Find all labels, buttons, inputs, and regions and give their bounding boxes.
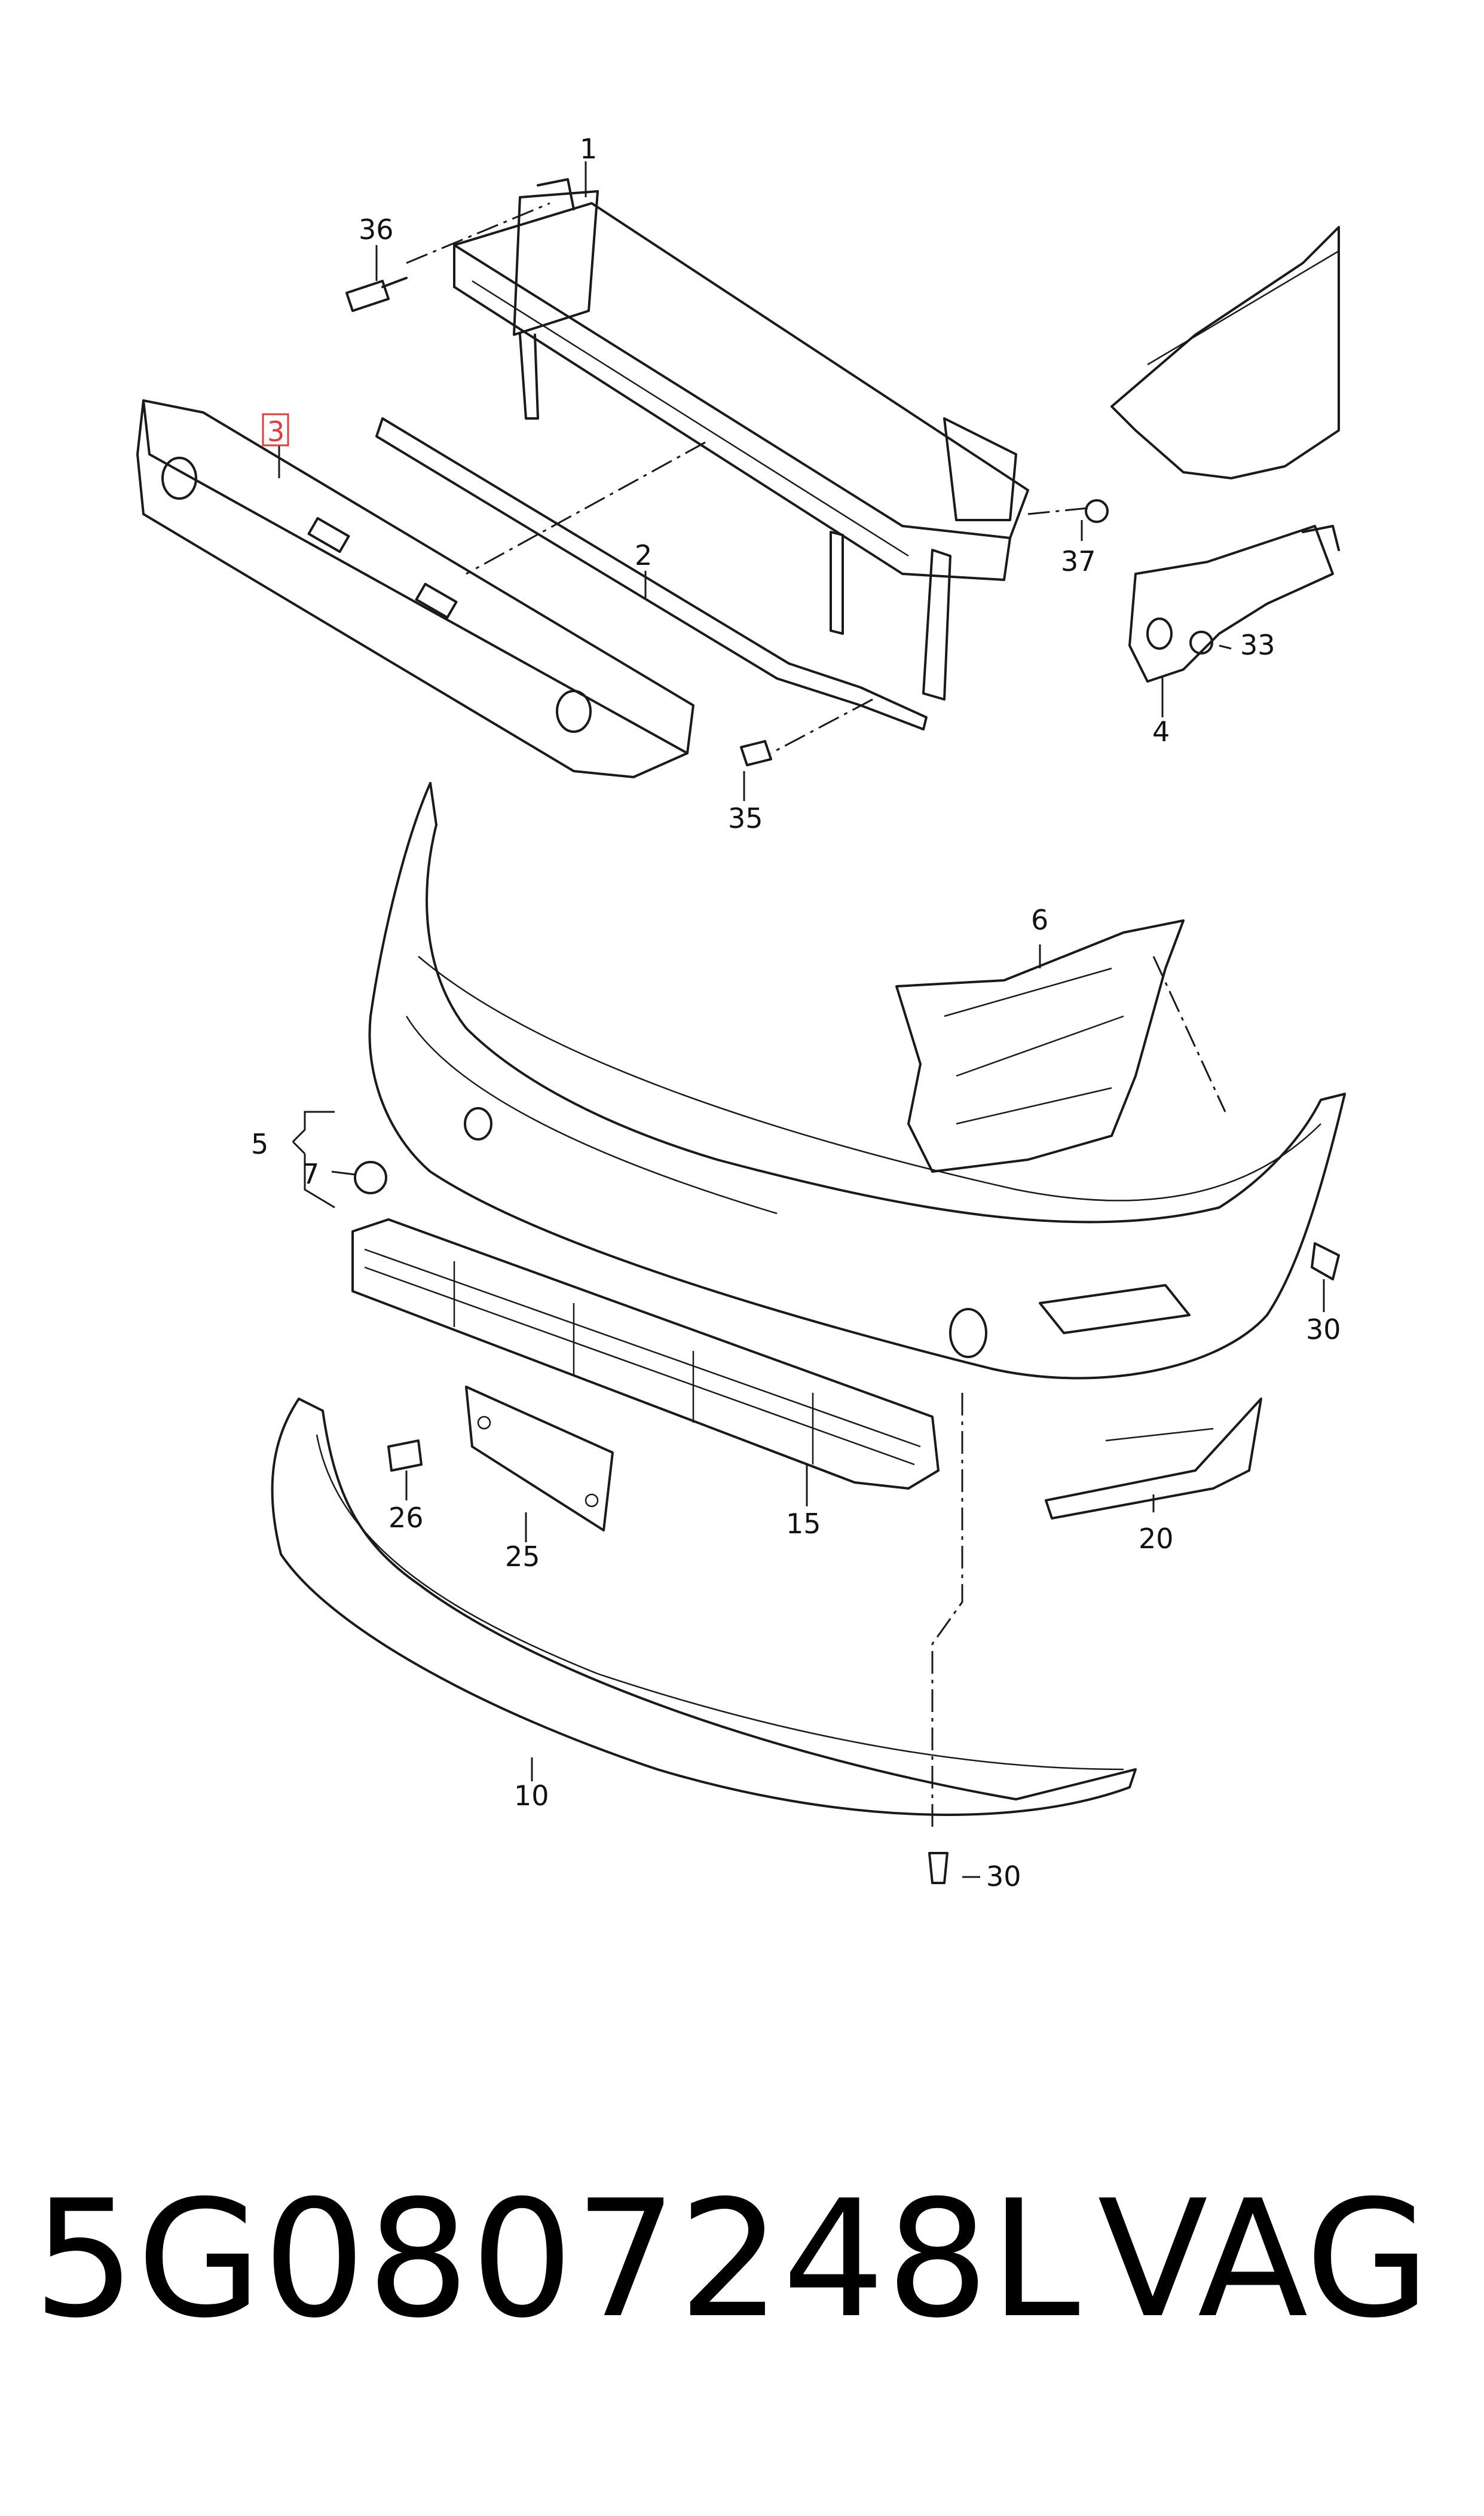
part-10-spoiler	[271, 1398, 1137, 1816]
callout-1: 1	[580, 133, 597, 165]
callout-30-lower: 30	[986, 1860, 1021, 1893]
brand-name: VAG	[1097, 2165, 1430, 2353]
fastener-30-screw-lower	[928, 1852, 948, 1884]
callout-5: 5	[251, 1128, 268, 1160]
fastener-36-bolt	[345, 277, 408, 312]
part-5-bumper-cover	[368, 782, 1346, 1380]
callout-37: 37	[1061, 545, 1096, 577]
callout-15: 15	[786, 1508, 821, 1540]
part-4-side-bracket	[1128, 525, 1340, 683]
callout-6: 6	[1031, 904, 1048, 936]
leader-lines	[278, 161, 1325, 1878]
part-6-bracket	[895, 919, 1185, 1173]
callout-33: 33	[1240, 629, 1275, 661]
footer: 5G0807248L VAG	[0, 2170, 1484, 2349]
fender-outline	[1110, 226, 1340, 479]
callout-3-highlight-box	[262, 413, 289, 447]
assembly-lines	[406, 202, 1226, 1829]
fastener-33-nut	[1189, 631, 1213, 655]
callout-36: 36	[359, 213, 394, 246]
part-2-guide-strip	[375, 417, 928, 730]
part-26-clip	[387, 1439, 423, 1472]
callout-2: 2	[635, 539, 652, 571]
callout-30-upper: 30	[1306, 1313, 1341, 1346]
part-number: 5G0807248L	[33, 2165, 1081, 2353]
exploded-parts-diagram: 1 36 3 2 37 33 4 35 6 5 7 30 26 25 15 20…	[136, 133, 1346, 1893]
callout-26: 26	[388, 1502, 424, 1534]
fastener-37-bolt	[1085, 499, 1109, 523]
part-15-grille	[351, 1218, 940, 1490]
callout-20: 20	[1139, 1523, 1174, 1555]
part-3-energy-absorber	[136, 399, 694, 778]
callout-7: 7	[302, 1158, 319, 1190]
part-25-plate-holder	[465, 1386, 614, 1531]
callout-3: 3	[267, 415, 284, 448]
callout-25: 25	[505, 1540, 540, 1573]
part-7-plug	[354, 1161, 387, 1194]
fastener-35-rivet	[740, 740, 772, 766]
callout-4: 4	[1152, 716, 1170, 748]
part-20-trim	[1045, 1398, 1262, 1520]
callout-35: 35	[728, 802, 763, 834]
callout-10: 10	[514, 1780, 549, 1812]
fastener-30-screw-upper	[1311, 1242, 1340, 1280]
part-1-bumper-reinforcement	[453, 178, 1029, 701]
callout-labels: 1 36 3 2 37 33 4 35 6 5 7 30 26 25 15 20…	[251, 133, 1341, 1893]
